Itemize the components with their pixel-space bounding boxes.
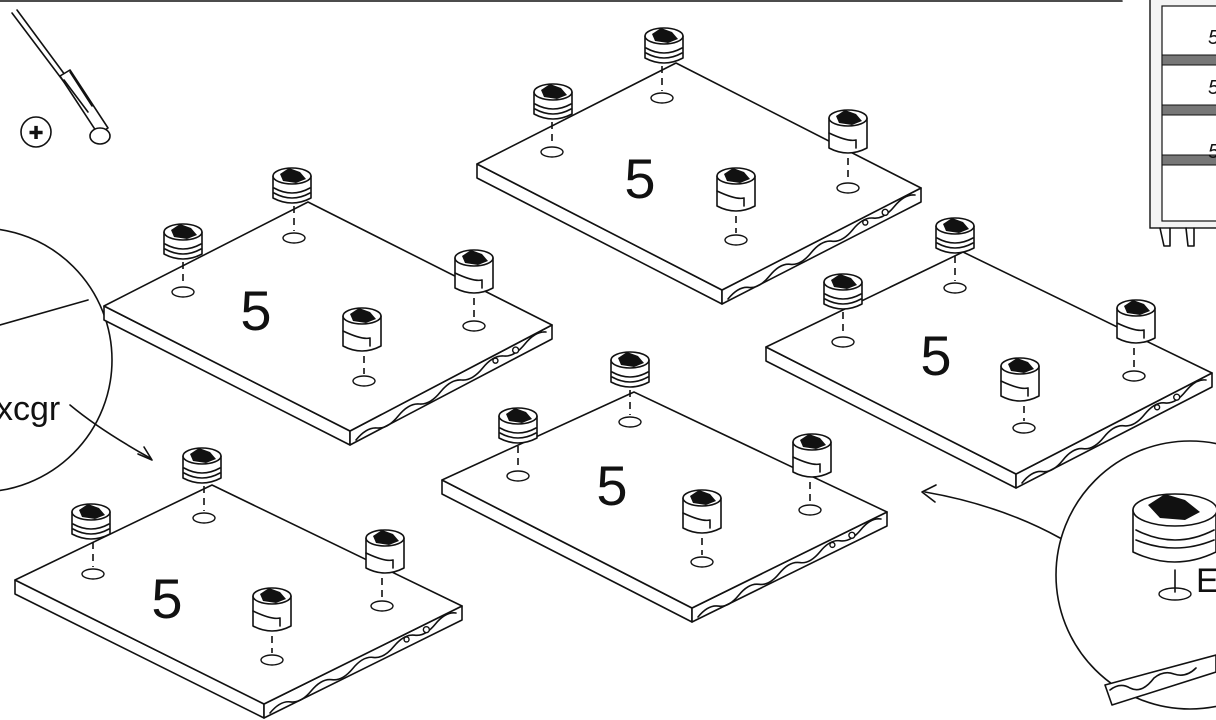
cam-bolt-icon bbox=[823, 273, 863, 310]
shelf-top-face bbox=[14, 484, 463, 705]
drill-hole bbox=[650, 92, 674, 104]
cam-bolt-icon bbox=[935, 217, 975, 254]
shelf-part-number: 5 bbox=[596, 454, 627, 517]
cam-lock-icon bbox=[342, 307, 382, 352]
drill-hole bbox=[1012, 422, 1036, 434]
drill-hole bbox=[836, 182, 860, 194]
cam-lock-icon bbox=[454, 249, 494, 294]
detail-circle-right: E bbox=[921, 440, 1216, 710]
cam-lock-icon bbox=[682, 489, 722, 534]
drill-hole bbox=[618, 416, 642, 428]
drill-hole bbox=[192, 512, 216, 524]
cam-bolt-icon bbox=[71, 503, 111, 540]
cam-lock-icon bbox=[252, 587, 292, 632]
drill-hole bbox=[506, 470, 530, 482]
cam-bolt-icon bbox=[272, 167, 312, 204]
drill-hole bbox=[260, 654, 284, 666]
shelves-group: 5 5 5 5 5 bbox=[14, 27, 1213, 719]
cam-bolt-icon bbox=[498, 407, 538, 444]
cam-bolt-icon bbox=[182, 447, 222, 484]
shelf-top-face bbox=[103, 201, 553, 432]
screwdriver-icon bbox=[11, 9, 111, 145]
shelf-panel: 5 bbox=[441, 351, 888, 623]
cam-lock-icon bbox=[1000, 357, 1040, 402]
cam-lock-icon bbox=[716, 167, 756, 212]
shelf-part-number: 5 bbox=[624, 147, 655, 210]
shelf-panel: 5 bbox=[14, 447, 463, 719]
cam-lock-icon bbox=[792, 433, 832, 478]
cabinet-shelf-label: 5 bbox=[1208, 27, 1216, 49]
shelf-panel: 5 bbox=[476, 27, 922, 305]
phillips-badge-symbol: ✚ bbox=[28, 123, 43, 144]
shelf-top-face bbox=[441, 391, 888, 609]
drill-hole bbox=[831, 336, 855, 348]
drill-hole bbox=[352, 375, 376, 387]
cam-lock-icon bbox=[1116, 299, 1156, 344]
drill-hole bbox=[370, 600, 394, 612]
shelf-panel: 5 bbox=[765, 217, 1213, 489]
drill-hole bbox=[540, 146, 564, 158]
shelf-panel: 5 bbox=[103, 167, 553, 446]
drill-hole bbox=[690, 556, 714, 568]
cam-bolt-icon bbox=[610, 351, 650, 388]
drill-hole bbox=[798, 504, 822, 516]
cabinet-preview: 5 5 5 bbox=[1149, 0, 1216, 247]
shelf-part-number: 5 bbox=[151, 567, 182, 630]
shelf-part-number: 5 bbox=[920, 324, 951, 387]
drill-hole bbox=[1122, 370, 1146, 382]
detail-circle-left: xcgr bbox=[0, 228, 153, 492]
detail-right-label: E bbox=[1196, 562, 1216, 600]
shelf-top-face bbox=[765, 251, 1213, 475]
cabinet-shelf-label: 5 bbox=[1208, 141, 1216, 163]
drill-hole bbox=[724, 234, 748, 246]
drill-hole bbox=[81, 568, 105, 580]
drill-hole bbox=[171, 286, 195, 298]
drill-hole bbox=[462, 320, 486, 332]
drill-hole bbox=[943, 282, 967, 294]
cam-bolt-icon bbox=[533, 83, 573, 120]
detail-left-label: xcgr bbox=[0, 390, 60, 428]
cam-lock-icon bbox=[828, 109, 868, 154]
cam-lock-icon bbox=[365, 529, 405, 574]
cam-bolt-icon bbox=[163, 223, 203, 260]
drill-hole bbox=[282, 232, 306, 244]
phillips-badge-icon: ✚ bbox=[20, 116, 52, 148]
cam-bolt-icon bbox=[644, 27, 684, 64]
shelf-top-face bbox=[476, 62, 922, 291]
cabinet-shelf-label: 5 bbox=[1208, 77, 1216, 99]
shelf-part-number: 5 bbox=[240, 279, 271, 342]
